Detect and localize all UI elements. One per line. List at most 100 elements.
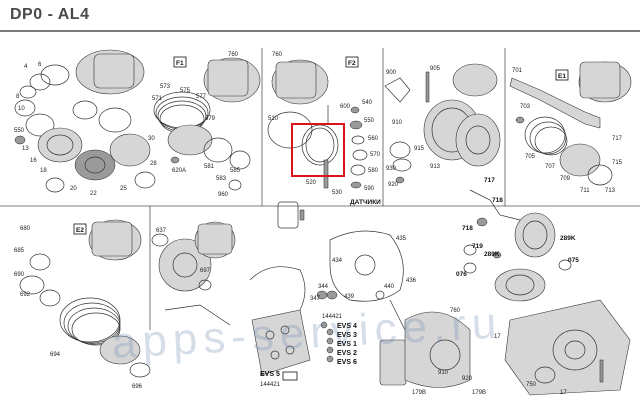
callout-label: 711	[580, 188, 590, 194]
callout-label: 435	[396, 236, 407, 242]
callout-label: 4	[24, 64, 28, 70]
evs-label: EVS 1	[337, 341, 357, 348]
callout-label: 715	[612, 160, 623, 166]
callout-label: 920	[388, 182, 399, 188]
callout-label: 8	[16, 94, 20, 100]
callout-label: 144421	[260, 382, 281, 388]
panel-3-f2-brake	[267, 56, 368, 189]
evs-label: EVS 5	[260, 371, 280, 378]
callout-label: 28	[150, 161, 157, 167]
panel-tag-f2: F2	[348, 60, 356, 67]
sensors-heading: ДАТЧИКИ	[350, 199, 381, 206]
callout-label: 13	[22, 146, 29, 152]
valve-body	[164, 304, 334, 381]
callout-label: 347	[310, 296, 321, 302]
callout-label: 910	[392, 120, 403, 126]
callout-label: 709	[560, 176, 571, 182]
callout-label: 10	[18, 106, 25, 112]
callout-label: 690	[14, 272, 25, 278]
callout-label: 920	[462, 376, 473, 382]
callout-label: 550	[364, 118, 375, 124]
callout-label: 703	[520, 104, 531, 110]
callout-label: 434	[332, 258, 343, 264]
callout-label: 900	[386, 70, 397, 76]
callout-label: 510	[268, 116, 279, 122]
callout-label: 692	[20, 292, 31, 298]
callout-label: 910	[438, 370, 449, 376]
callout-label: 600	[340, 104, 351, 110]
callout-label: 697	[200, 268, 211, 274]
panel-5-e1-shaft	[509, 61, 632, 186]
panel-tag-f1: F1	[176, 60, 184, 67]
callout-label: 590	[364, 186, 375, 192]
callout-label: 22	[90, 191, 97, 197]
callout-label: 701	[512, 68, 523, 74]
callout-label: 144421	[322, 314, 343, 320]
callout-label: 520	[306, 180, 317, 186]
callout-label: 16	[30, 158, 37, 164]
callout-label: 573	[160, 84, 171, 90]
title-rule	[0, 30, 640, 32]
callout-label: 436	[406, 278, 417, 284]
callout-label: 25	[120, 186, 127, 192]
highlighted-part-frame	[291, 123, 345, 177]
callout-label: 18	[40, 168, 47, 174]
panel-tag-e1: E1	[558, 73, 566, 80]
panel-1-clutch-assembly	[14, 49, 156, 193]
callout-label: 344	[318, 284, 329, 290]
callout-label: 575	[180, 88, 191, 94]
callout-label: 717	[484, 177, 495, 184]
callout-label: 719	[472, 243, 483, 250]
callout-label: 17	[560, 390, 567, 396]
evs-label: EVS 4	[337, 323, 357, 330]
callout-label: 694	[50, 352, 61, 358]
callout-label: 718	[462, 225, 473, 232]
callout-label: 289K	[560, 235, 576, 242]
callout-label: 577	[196, 94, 207, 100]
callout-label: 680	[20, 226, 31, 232]
housing-assembly	[379, 299, 631, 396]
callout-label: 717	[612, 136, 623, 142]
callout-label: 620A	[172, 168, 186, 174]
callout-label: 289K	[484, 251, 500, 258]
panel-e2-clutch	[19, 219, 236, 378]
callout-label: 760	[228, 52, 239, 58]
callout-label: 571	[152, 96, 163, 102]
callout-label: 30	[148, 136, 155, 142]
callout-label: 685	[14, 248, 25, 254]
callout-label: 585	[230, 168, 241, 174]
callout-label: 905	[430, 66, 441, 72]
callout-label: 930	[386, 166, 397, 172]
callout-label: 560	[368, 136, 379, 142]
callout-label: 580	[368, 168, 379, 174]
callout-label: 530	[332, 190, 343, 196]
evs-label: EVS 6	[337, 359, 357, 366]
callout-label: 760	[272, 52, 283, 58]
callout-label: 550	[14, 128, 25, 134]
differential-assembly	[463, 189, 572, 302]
panel-dividers	[0, 48, 640, 330]
callout-label: 20	[70, 186, 77, 192]
callout-label: 570	[370, 152, 381, 158]
callout-label: 6	[38, 62, 42, 68]
callout-label: 583	[216, 176, 227, 182]
evs-label: EVS 3	[337, 332, 357, 339]
panel-2-f1-brake	[153, 56, 261, 191]
callout-label: 718	[492, 197, 503, 204]
callout-label: 705	[525, 154, 536, 160]
callout-label: 713	[605, 188, 616, 194]
callout-label: 913	[430, 164, 441, 170]
callout-label: 579	[205, 116, 216, 122]
callout-label: 076	[456, 271, 467, 278]
sensors-group	[249, 201, 406, 331]
callout-label: 915	[414, 146, 425, 152]
callout-label: 707	[545, 164, 556, 170]
panel-tag-e2: E2	[76, 227, 84, 234]
callout-label: 696	[132, 384, 143, 390]
callout-label: 179B	[472, 390, 486, 396]
callout-label: 440	[384, 284, 395, 290]
callout-label: 439	[344, 294, 355, 300]
callout-label: 760	[450, 308, 461, 314]
